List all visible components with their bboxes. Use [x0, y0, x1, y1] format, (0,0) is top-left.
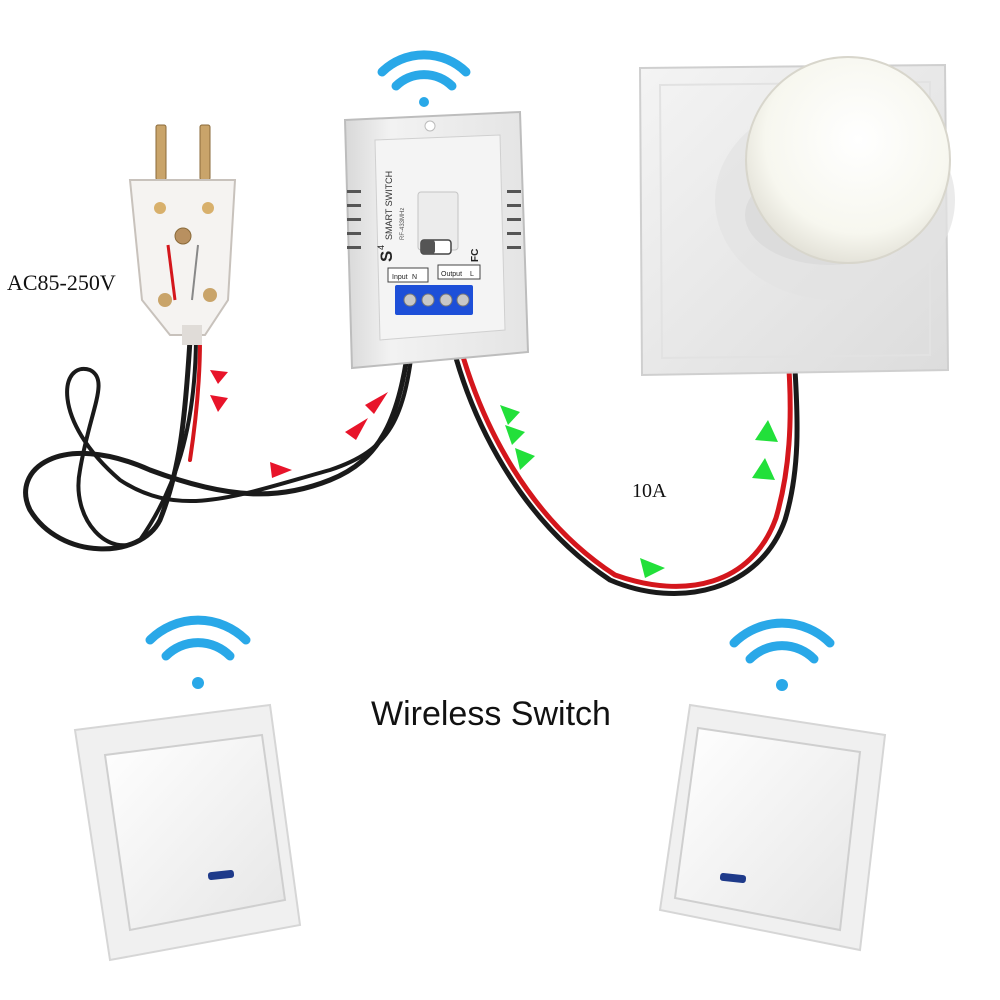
output-arrow: [752, 458, 775, 480]
wall-switch-right: [658, 703, 887, 952]
indicator-led: [207, 869, 235, 881]
indicator-led: [719, 872, 747, 884]
terminal-input-n: N: [412, 274, 417, 281]
input-arrow: [210, 370, 228, 384]
output-flow-arrows: [500, 405, 778, 578]
ceiling-lamp: [638, 56, 955, 377]
module-vents: [347, 190, 521, 249]
smart-switch-module: S 4 SMART SWITCH RF-433MHz FC Input N Ou…: [343, 110, 530, 370]
module-cert: FC: [470, 249, 481, 262]
wifi-icon: [377, 50, 471, 107]
output-cable: [447, 332, 800, 596]
output-arrow: [500, 405, 520, 425]
output-arrow: [515, 448, 535, 470]
terminal-input-label: Input: [392, 274, 408, 281]
caption-title: Wireless Switch: [371, 695, 611, 733]
module-brand-superscript: 4: [376, 245, 386, 250]
input-arrow: [365, 392, 388, 414]
output-arrow: [505, 425, 525, 445]
module-brand: S: [377, 251, 396, 262]
wifi-icon: [729, 618, 835, 691]
input-cable: [23, 332, 416, 552]
power-plug: [128, 124, 237, 345]
wifi-icon: [145, 615, 251, 689]
input-arrow: [210, 395, 228, 412]
wall-switch-left: [73, 703, 302, 962]
current-label: 10A: [632, 480, 667, 502]
module-model: RF-433MHz: [400, 208, 406, 240]
voltage-label: AC85-250V: [7, 270, 116, 295]
module-name: SMART SWITCH: [384, 171, 394, 240]
input-flow-arrows: [210, 370, 388, 478]
terminal-output-label: Output: [441, 271, 462, 278]
terminal-output-l: L: [470, 271, 474, 278]
input-arrow: [345, 418, 368, 440]
output-arrow: [640, 558, 665, 578]
output-arrow: [755, 420, 778, 442]
input-arrow: [270, 462, 292, 478]
